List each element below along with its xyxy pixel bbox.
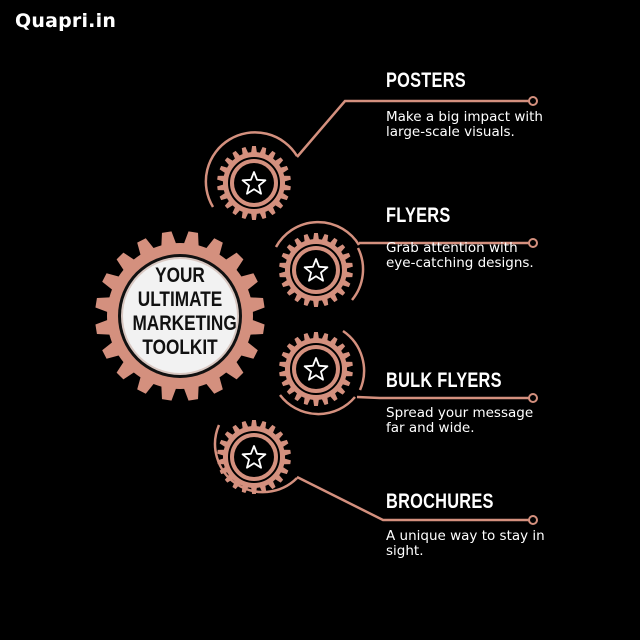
- item-title-bulk-flyers: BULK FLYERS: [386, 369, 502, 392]
- center-title: YOUR ULTIMATE MARKETING TOOLKIT: [132, 264, 237, 360]
- gear-flyers: [279, 233, 353, 307]
- gear-brochures: [217, 420, 291, 494]
- center-line: TOOLKIT: [142, 336, 218, 359]
- center-line: ULTIMATE: [137, 288, 223, 311]
- item-title-posters: POSTERS: [386, 69, 466, 92]
- item-desc-posters: Make a big impact with large-scale visua…: [386, 109, 543, 140]
- star-icon: [303, 258, 329, 282]
- center-line: YOUR: [155, 264, 205, 287]
- center-line: MARKETING: [132, 312, 237, 335]
- item-title-brochures: BROCHURES: [386, 490, 494, 513]
- star-icon: [303, 357, 329, 381]
- brand-logo: Quapri.in: [15, 10, 117, 32]
- star-icon: [241, 171, 267, 195]
- center-gear: [95, 231, 265, 401]
- star-icon: [241, 445, 267, 469]
- item-title-flyers: FLYERS: [386, 204, 451, 227]
- connector-lines: [204, 99, 529, 522]
- item-desc-brochures: A unique way to stay in sight.: [386, 528, 545, 559]
- gear-bulk-flyers: [279, 332, 353, 406]
- connector-endpoints: [528, 96, 538, 525]
- item-desc-flyers: Grab attention with eye-catching designs…: [386, 240, 534, 271]
- item-desc-bulk-flyers: Spread your message far and wide.: [386, 405, 534, 436]
- gear-posters: [217, 146, 291, 220]
